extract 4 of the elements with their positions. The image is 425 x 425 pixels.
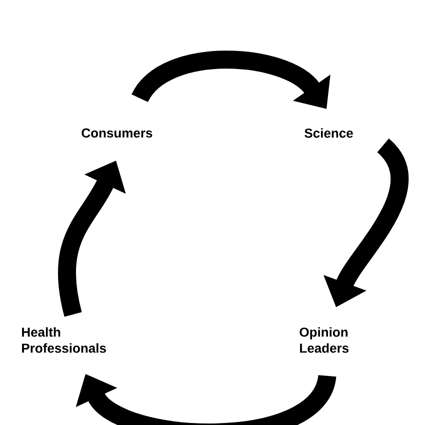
label: Science (304, 128, 353, 138)
label: Health Professionals (22, 327, 106, 353)
label: Opinion Leaders (300, 327, 349, 353)
label: Consumers (82, 128, 152, 138)
